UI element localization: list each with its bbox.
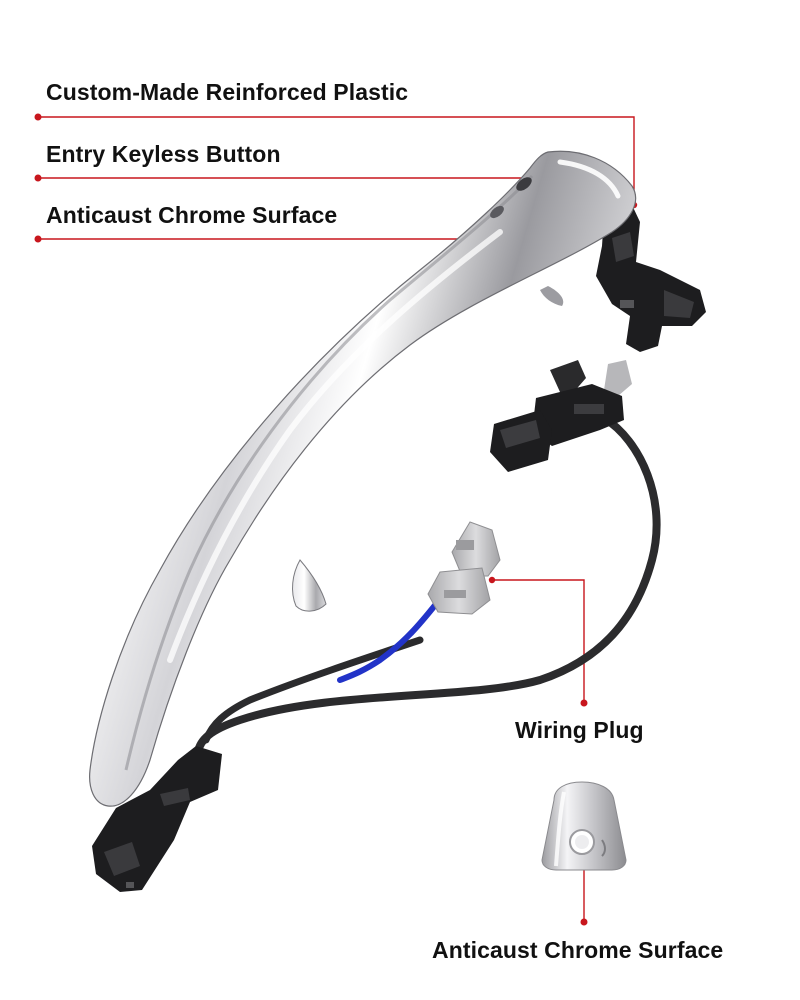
leader-dot xyxy=(580,918,588,926)
callout-label-keyless: Entry Keyless Button xyxy=(46,141,281,167)
cables xyxy=(194,414,661,756)
leader-dot xyxy=(34,174,42,182)
handle-base-connector xyxy=(92,746,222,892)
callout-label-plastic: Custom-Made Reinforced Plastic xyxy=(46,79,409,105)
chrome-cap-illustration xyxy=(541,781,627,871)
black-cable xyxy=(194,414,661,756)
black-cable-2 xyxy=(202,636,424,744)
leader-dot xyxy=(34,235,42,243)
handle-body xyxy=(89,150,637,807)
door-handle-illustration xyxy=(89,150,637,807)
rear-bracket xyxy=(596,205,706,352)
handle-grip-return xyxy=(292,559,327,612)
blue-wire xyxy=(337,601,439,683)
callout-label-chrome-cover: Anticaust Chrome Surface xyxy=(432,937,724,963)
wiring-plug-illustration xyxy=(427,521,501,615)
leader-line-plastic xyxy=(38,116,635,205)
callout-label-chrome: Anticaust Chrome Surface xyxy=(46,202,338,228)
leader-dot xyxy=(488,576,496,584)
callout-label-wiring-plug: Wiring Plug xyxy=(515,717,644,743)
leader-dot xyxy=(34,113,42,121)
keyless-button xyxy=(490,177,532,219)
leader-dot xyxy=(580,699,588,707)
main-connector xyxy=(490,360,632,472)
